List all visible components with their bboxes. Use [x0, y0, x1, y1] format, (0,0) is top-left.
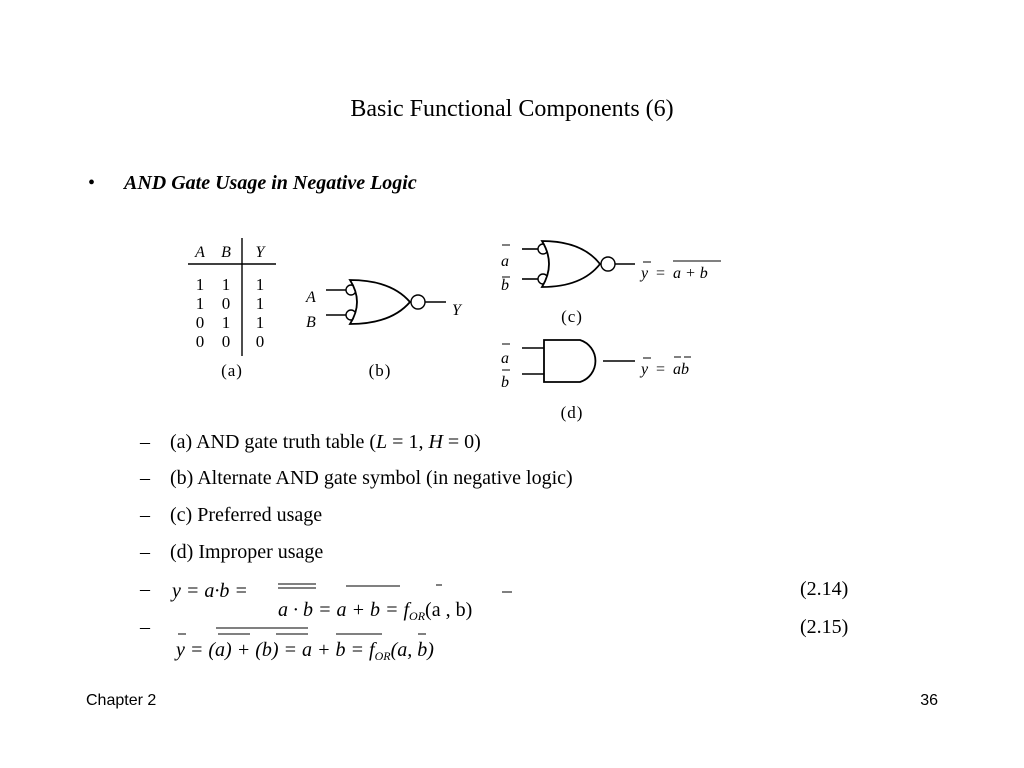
sub-item-text-suffix: = 0)	[442, 431, 481, 453]
footer-page-number: 36	[920, 692, 938, 709]
sub-item-text: (d) Improper usage	[170, 541, 324, 563]
bullet-text: AND Gate Usage in Negative Logic	[124, 172, 417, 194]
figure-d-graphic: a b y = ab (d)	[501, 339, 691, 422]
truth-table-header-y: Y	[256, 244, 267, 261]
figure-d-input-b-label: b	[501, 374, 509, 391]
caption-b: (b)	[369, 361, 392, 380]
dash-icon: –	[140, 431, 150, 453]
footer-chapter: Chapter 2	[86, 692, 157, 709]
equation-number-2-15: (2.15)	[800, 616, 849, 638]
figure-d-eq-rhs: ab	[673, 361, 689, 378]
equation-2-14-line2-text: a · b = a + b = f	[278, 599, 411, 621]
truth-table-header-a: A	[194, 244, 205, 261]
figure-b: A B Y (b)	[296, 268, 486, 388]
sub-item-b: – (b) Alternate AND gate symbol (in nega…	[140, 467, 573, 490]
equation-2-15: y = (a) + (b) = a + b = fOR(a, b)	[168, 620, 568, 666]
dash-icon: –	[140, 541, 150, 563]
dash-icon: –	[140, 467, 150, 489]
truth-table-row: 1 0 1	[196, 294, 265, 313]
figure-b-input-b-label: B	[306, 314, 316, 331]
figure-d-eq-lhs: y	[639, 361, 649, 378]
sub-item-text: (b) Alternate AND gate symbol (in negati…	[170, 467, 573, 489]
figure-c-graphic: a b y = a + b (c)	[501, 240, 721, 326]
slide-title: Basic Functional Components (6)	[350, 96, 674, 122]
truth-table-cell: 0	[196, 313, 205, 332]
equation-2-15-line: y = (a) + (b) = a + b = fOR(a, b)	[174, 639, 434, 663]
truth-table-cell: 0	[256, 332, 265, 351]
sub-item-text-l: L	[376, 431, 388, 453]
equation-2-14: y = a·b = a · b = a + b = fOR(a , b)	[168, 576, 568, 624]
or-gate-icon	[540, 240, 602, 288]
main-bullet: • AND Gate Usage in Negative Logic	[88, 172, 417, 195]
truth-table-graphic: A B Y 1 1 1 1 0 1 0 1 1 0 0 0 (a)	[188, 238, 276, 380]
equation-2-14-args: (a , b)	[425, 599, 472, 621]
figure-d-input-a-label: a	[501, 350, 509, 367]
truth-table-cell: 0	[196, 332, 205, 351]
truth-table-cell: 0	[222, 294, 231, 313]
sub-item-a: – (a) AND gate truth table (L = 1, H = 0…	[140, 431, 481, 454]
figure-c-eq-sign: =	[656, 265, 665, 282]
figure-c-input-b-label: b	[501, 277, 509, 294]
or-gate-icon	[348, 279, 412, 325]
bullet-dot-icon: •	[88, 172, 96, 194]
truth-table-cell: 1	[256, 313, 265, 332]
equation-2-14-line2: a · b = a + b = fOR(a , b)	[278, 599, 472, 623]
equation-2-15-row: –	[140, 616, 170, 639]
sub-item-text-prefix: (a) AND gate truth table (	[170, 431, 377, 453]
sub-item-text-h: H	[428, 431, 443, 453]
caption-d: (d)	[561, 403, 584, 422]
dash-icon: –	[140, 616, 150, 638]
dash-icon: –	[140, 578, 150, 600]
truth-table-cell: 1	[256, 275, 265, 294]
truth-table-cell: 1	[196, 294, 205, 313]
figure-b-input-a-label: A	[305, 289, 316, 306]
inversion-bubble-icon	[410, 294, 426, 310]
sub-item-text: (c) Preferred usage	[170, 504, 323, 526]
truth-table-row: 0 1 1	[196, 313, 265, 332]
sub-item-text-mid: = 1,	[387, 431, 429, 453]
inversion-bubble-icon	[600, 256, 616, 272]
figure-c-eq-rhs: a + b	[673, 265, 708, 282]
equation-2-14-graphic: y = a·b = a · b = a + b = fOR(a , b)	[170, 580, 512, 623]
truth-table-cell: 1	[256, 294, 265, 313]
truth-table-cell: 0	[222, 332, 231, 351]
equation-2-15-args: (a, b)	[391, 639, 435, 661]
figure-d-eq-sign: =	[656, 361, 665, 378]
equation-2-14-line1: y = a·b =	[170, 580, 248, 602]
equation-2-15-graphic: y = (a) + (b) = a + b = fOR(a, b)	[174, 627, 434, 663]
equation-2-15-line-text: y = (a) + (b) = a + b = f	[174, 639, 377, 661]
equation-number-2-14: (2.14)	[800, 578, 849, 600]
truth-table-cell: 1	[196, 275, 205, 294]
figure-b-graphic: A B Y (b)	[305, 279, 463, 380]
truth-table-row: 0 0 0	[196, 332, 265, 351]
figure-d: a b y = ab (d)	[492, 336, 742, 426]
figure-c-eq-lhs: y	[639, 265, 649, 282]
truth-table-header-b: B	[221, 244, 231, 261]
sub-item-d: – (d) Improper usage	[140, 541, 323, 564]
caption-c: (c)	[561, 307, 583, 326]
caption-a: (a)	[221, 361, 243, 380]
figure-b-output-label: Y	[452, 302, 463, 319]
sub-item-text: (a) AND gate truth table (L = 1, H = 0)	[170, 431, 481, 454]
figure-c: a b y = a + b (c)	[492, 236, 742, 326]
equation-2-14-sub: OR	[409, 609, 426, 623]
dash-icon: –	[140, 504, 150, 526]
truth-table-cell: 1	[222, 275, 231, 294]
truth-table-row: 1 1 1	[196, 275, 265, 294]
sub-item-c: – (c) Preferred usage	[140, 504, 322, 527]
equation-2-15-sub: OR	[375, 649, 392, 663]
figure-c-input-a-label: a	[501, 253, 509, 270]
truth-table-cell: 1	[222, 313, 231, 332]
equation-2-14-row: –	[140, 578, 170, 601]
truth-table: A B Y 1 1 1 1 0 1 0 1 1 0 0 0 (a)	[180, 238, 290, 388]
and-gate-icon	[543, 339, 597, 383]
